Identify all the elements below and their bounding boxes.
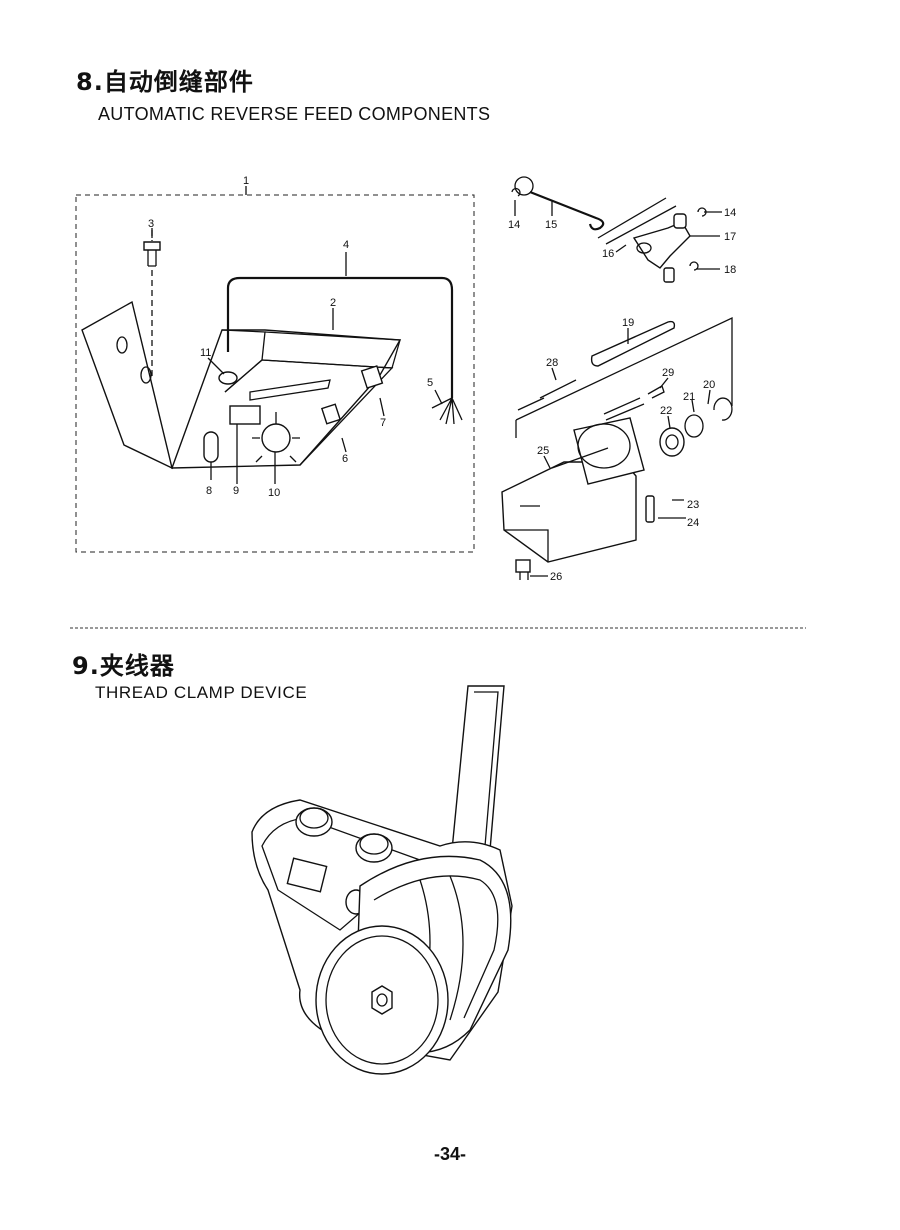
- part-label: 17: [724, 231, 736, 243]
- part-label: 25: [537, 445, 549, 457]
- section-8-title-cn: 8.自动倒缝部件: [76, 68, 254, 96]
- bracket-assembly-drawing: [75, 186, 475, 553]
- part-label: 19: [622, 317, 634, 329]
- part-label: 22: [660, 405, 672, 417]
- page-number: -34-: [433, 1144, 466, 1164]
- part-label: 4: [343, 239, 349, 251]
- part-label: 15: [545, 219, 557, 231]
- section-9-title-en: THREAD CLAMP DEVICE: [95, 683, 308, 702]
- part-label: 28: [546, 357, 558, 369]
- section-9-title-cn: 9.夹线器: [72, 652, 175, 680]
- solenoid-drawing: [501, 316, 733, 580]
- part-label: 26: [550, 571, 562, 583]
- link-part-19: [590, 320, 676, 367]
- part-labels: 1 2 3 4 5 6 7 8 9 10 11 14 15 16 14 17 1…: [148, 175, 736, 583]
- part-label: 24: [687, 517, 699, 529]
- u-wire-part: [226, 276, 454, 398]
- part-label: 5: [427, 377, 433, 389]
- part-label: 6: [342, 453, 348, 465]
- solenoid-body: [501, 461, 637, 563]
- part-label: 8: [206, 485, 212, 497]
- part-label: 14: [724, 207, 736, 219]
- part-label: 7: [380, 417, 386, 429]
- part-label: 14: [508, 219, 520, 231]
- part-label: 23: [687, 499, 699, 511]
- part-label: 18: [724, 264, 736, 276]
- part-label: 21: [683, 391, 695, 403]
- part-label: 2: [330, 297, 336, 309]
- thread-clamp-drawing: [251, 685, 513, 1075]
- bracket-flange: [81, 300, 174, 470]
- part-label: 9: [233, 485, 239, 497]
- linkage-drawing: [511, 176, 722, 283]
- part-label: 16: [602, 248, 614, 260]
- assembly-boundary: [75, 194, 475, 553]
- part-label: 11: [200, 347, 211, 359]
- part-label: 29: [662, 367, 674, 379]
- part-label: 20: [703, 379, 715, 391]
- part-label: 1: [243, 175, 249, 187]
- part-label: 10: [268, 487, 280, 499]
- part-label: 3: [148, 218, 154, 230]
- lever-part-17: [632, 221, 691, 269]
- section-8-title-en: AUTOMATIC REVERSE FEED COMPONENTS: [98, 104, 491, 124]
